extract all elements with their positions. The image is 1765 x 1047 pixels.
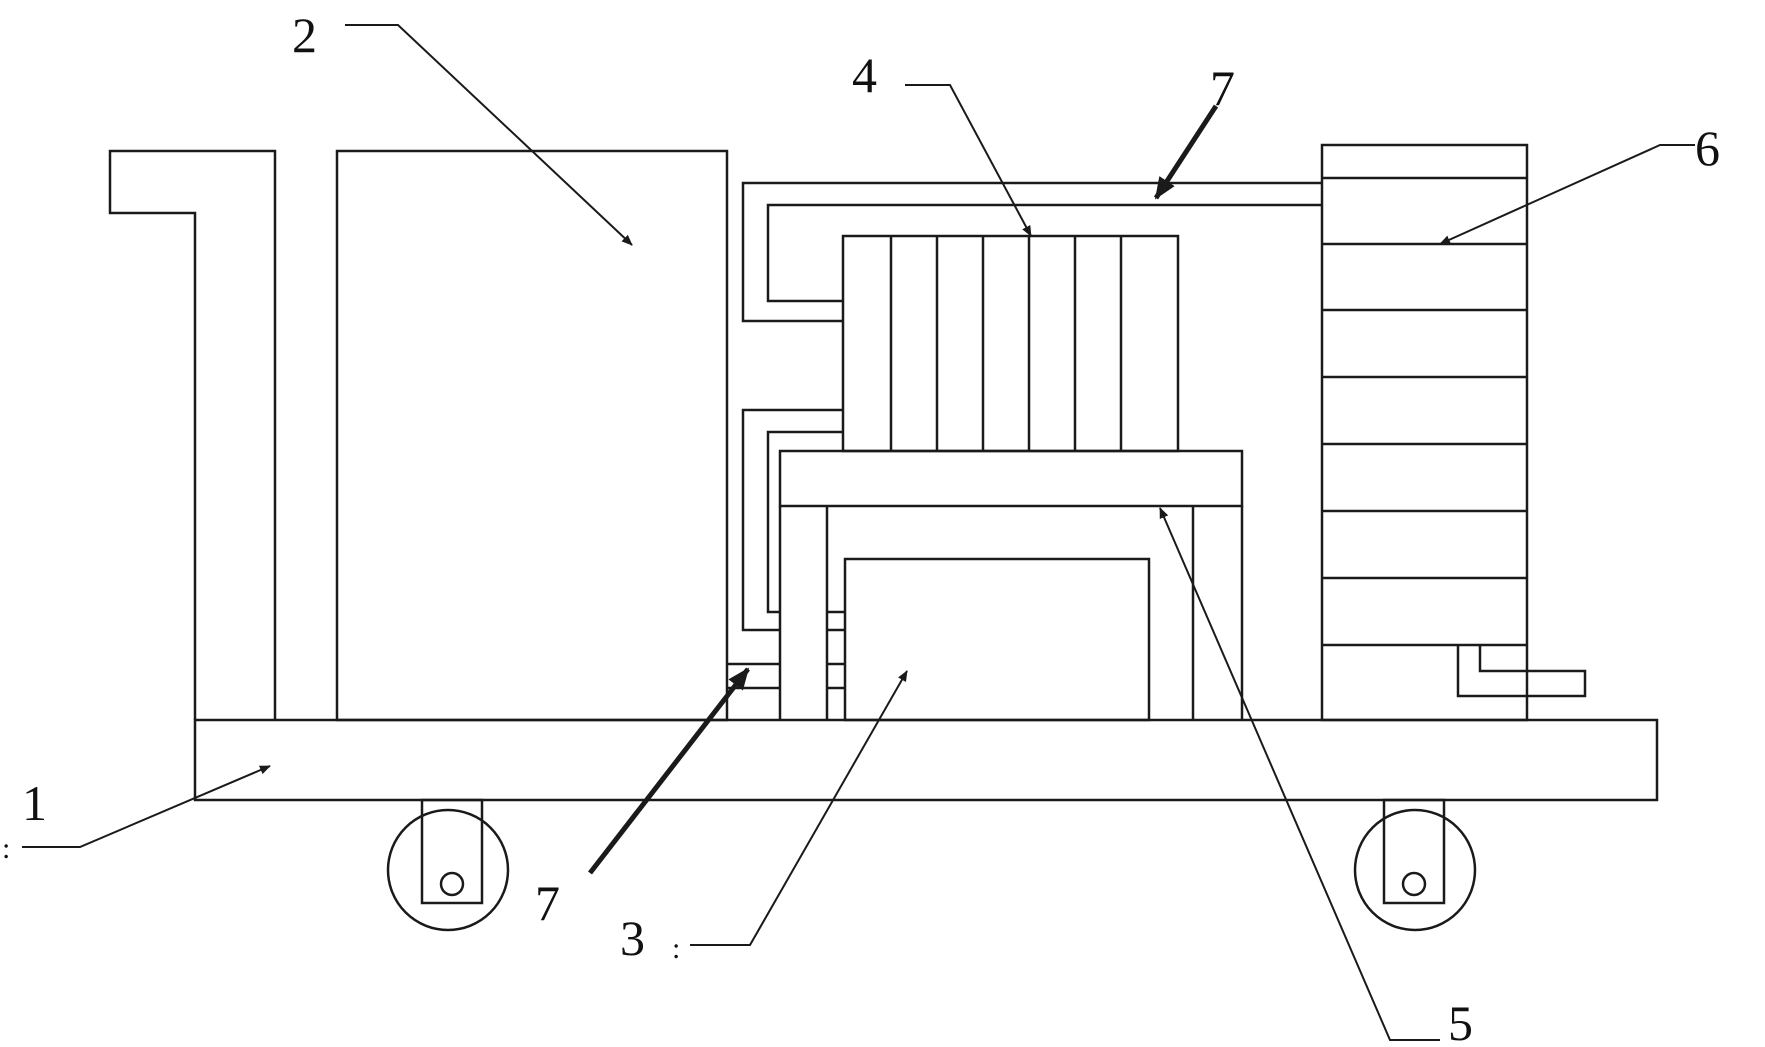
duct-pipes [727, 181, 1322, 690]
leader-1 [22, 765, 271, 848]
label-3-mark: : [672, 932, 680, 965]
base-platform [193, 718, 1659, 802]
label-3: 3 [620, 910, 645, 966]
label-6: 6 [1695, 120, 1720, 176]
label-2: 2 [292, 7, 317, 63]
leader-3 [690, 670, 908, 946]
label-1: 1 [22, 775, 47, 831]
leader-lines [22, 24, 1695, 1041]
right-wheel [1353, 798, 1477, 932]
label-5: 5 [1448, 995, 1473, 1047]
label-4: 4 [852, 47, 877, 103]
label-7-bottom: 7 [535, 875, 560, 931]
leader-6 [1439, 144, 1695, 245]
label-1-mark: : [2, 832, 10, 865]
grille-block [841, 234, 1180, 453]
leader-5 [1159, 507, 1440, 1041]
cabinet [1320, 143, 1587, 722]
label-7-top: 7 [1210, 60, 1235, 116]
arrow-7-top [1153, 104, 1219, 200]
tall-box [335, 149, 729, 722]
left-wheel [386, 798, 510, 932]
push-handle [108, 149, 277, 720]
lower-box [843, 557, 1151, 722]
leader-4 [905, 84, 1032, 237]
table-stand [778, 449, 1244, 720]
leader-2 [345, 24, 633, 246]
arrow-7-bottom [588, 667, 750, 875]
